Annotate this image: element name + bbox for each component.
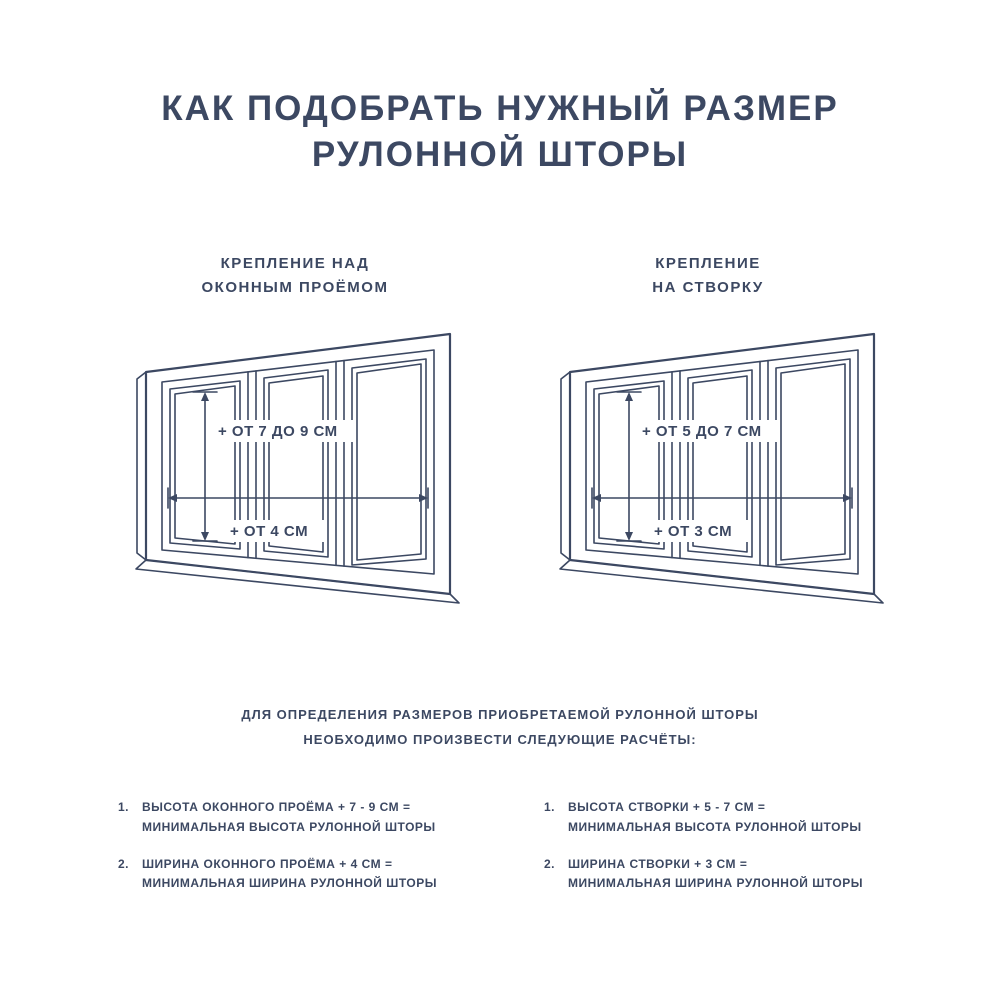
- list-item: 1. ВЫСОТА ОКОННОГО ПРОЁМА + 7 - 9 СМ = М…: [118, 798, 486, 838]
- heading-left-line2: ОКОННЫМ ПРОЁМОМ: [201, 279, 389, 296]
- list-item-number: 2.: [544, 856, 556, 871]
- heading-right-line2: НА СТВОРКУ: [652, 279, 764, 296]
- list-item-line1: ВЫСОТА ОКОННОГО ПРОЁМА + 7 - 9 СМ =: [142, 800, 411, 814]
- list-item-line1: ШИРИНА СТВОРКИ + 3 СМ =: [568, 856, 748, 871]
- height-dimension-arrow: [192, 391, 218, 542]
- page-title-line1: КАК ПОДОБРАТЬ НУЖНЫЙ РАЗМЕР: [161, 89, 839, 128]
- list-item-number: 1.: [118, 800, 130, 814]
- width-dimension-arrow: [167, 487, 429, 509]
- width-label-bg: [224, 520, 324, 542]
- list-item-text: ШИРИНА ОКОННОГО ПРОЁМА + 4 СМ = МИНИМАЛЬ…: [142, 855, 437, 895]
- width-label-bg: [648, 520, 748, 542]
- heading-left-line1: КРЕПЛЕНИЕ НАД: [220, 255, 370, 272]
- window-frame: [135, 332, 460, 604]
- page-title-line2: РУЛОННОЙ ШТОРЫ: [311, 134, 689, 174]
- list-item-line2: МИНИМАЛЬНАЯ ВЫСОТА РУЛОННОЙ ШТОРЫ: [142, 819, 436, 834]
- height-label-bg: [212, 420, 354, 442]
- list-item-line2: МИНИМАЛЬНАЯ ШИРИНА РУЛОННОЙ ШТОРЫ: [142, 876, 437, 891]
- list-item: 2. ШИРИНА СТВОРКИ + 3 СМ = МИНИМАЛЬНАЯ Ш…: [544, 855, 912, 895]
- window-frame: [559, 332, 884, 604]
- list-item-line1: ВЫСОТА СТВОРКИ + 5 - 7 СМ =: [568, 800, 766, 814]
- instruction-note-line1: ДЛЯ ОПРЕДЕЛЕНИЯ РАЗМЕРОВ ПРИОБРЕТАЕМОЙ Р…: [241, 707, 759, 722]
- window-diagram-sash-mount: + ОТ 5 ДО 7 СМ + ОТ 3 СМ: [559, 332, 884, 604]
- height-allowance-label: + ОТ 7 ДО 9 СМ: [218, 423, 338, 440]
- list-item-number: 2.: [118, 856, 130, 871]
- list-item-text: ВЫСОТА ОКОННОГО ПРОЁМА + 7 - 9 СМ = МИНИ…: [142, 798, 436, 838]
- heading-right-line1: КРЕПЛЕНИЕ: [655, 255, 761, 272]
- list-item: 2. ШИРИНА ОКОННОГО ПРОЁМА + 4 СМ = МИНИМ…: [118, 855, 486, 895]
- height-dimension-arrow: [616, 391, 642, 542]
- height-allowance-label: + ОТ 5 ДО 7 СМ: [642, 423, 762, 440]
- list-item-line2: МИНИМАЛЬНАЯ ВЫСОТА РУЛОННОЙ ШТОРЫ: [568, 819, 862, 834]
- list-item-line1: ШИРИНА ОКОННОГО ПРОЁМА + 4 СМ =: [142, 856, 393, 871]
- instruction-note: ДЛЯ ОПРЕДЕЛЕНИЯ РАЗМЕРОВ ПРИОБРЕТАЕМОЙ Р…: [0, 703, 1000, 752]
- width-allowance-label: + ОТ 3 СМ: [654, 523, 732, 540]
- width-allowance-label: + ОТ 4 СМ: [230, 523, 308, 540]
- width-dimension-arrow: [591, 487, 853, 509]
- window-diagram-opening-mount: + ОТ 7 ДО 9 СМ + ОТ 4 СМ: [135, 332, 460, 604]
- list-item-number: 1.: [544, 800, 556, 814]
- height-label-bg: [636, 420, 778, 442]
- heading-mount-on-sash: КРЕПЛЕНИЕ НА СТВОРКУ: [528, 252, 888, 300]
- list-item-text: ШИРИНА СТВОРКИ + 3 СМ = МИНИМАЛЬНАЯ ШИРИ…: [568, 855, 863, 895]
- list-item-line2: МИНИМАЛЬНАЯ ШИРИНА РУЛОННОЙ ШТОРЫ: [568, 876, 863, 891]
- list-item: 1. ВЫСОТА СТВОРКИ + 5 - 7 СМ = МИНИМАЛЬН…: [544, 798, 912, 838]
- heading-mount-above-opening: КРЕПЛЕНИЕ НАД ОКОННЫМ ПРОЁМОМ: [115, 252, 475, 300]
- list-item-text: ВЫСОТА СТВОРКИ + 5 - 7 СМ = МИНИМАЛЬНАЯ …: [568, 798, 862, 838]
- page-title: КАК ПОДОБРАТЬ НУЖНЫЙ РАЗМЕР РУЛОННОЙ ШТО…: [0, 86, 1000, 177]
- calculation-list-sash: 1. ВЫСОТА СТВОРКИ + 5 - 7 СМ = МИНИМАЛЬН…: [544, 798, 912, 911]
- calculation-list-opening: 1. ВЫСОТА ОКОННОГО ПРОЁМА + 7 - 9 СМ = М…: [118, 798, 486, 911]
- instruction-note-line2: НЕОБХОДИМО ПРОИЗВЕСТИ СЛЕДУЮЩИЕ РАСЧЁТЫ:: [303, 731, 697, 747]
